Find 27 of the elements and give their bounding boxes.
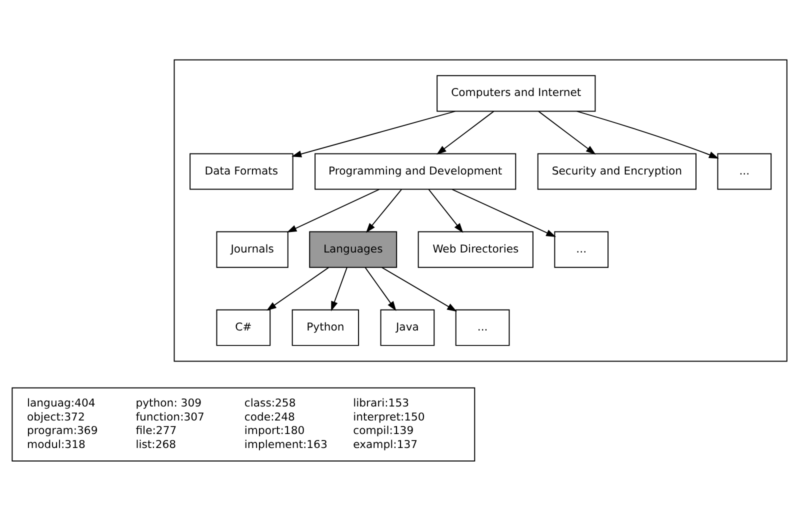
arrow (266, 266, 330, 310)
arrow (364, 266, 396, 311)
node-box: languag:404 python: 309 class:258 librari:153 object:372 function:307 code:248 interpret:150 program:369 file:277 import:180 compil:139 modul:318 list:268 implement:163 exampl:137 (12, 386, 476, 462)
node-box: Python (292, 308, 360, 346)
node-box: Security and Encryption (537, 152, 696, 190)
node-box: Languages (309, 230, 398, 268)
arrow (381, 266, 457, 312)
arrow (576, 110, 719, 158)
node-box: Programming and Development (314, 152, 516, 190)
node-box: Journals (216, 230, 288, 268)
node-box: Web Directories (418, 230, 534, 268)
node-box: Java (380, 308, 435, 346)
arrow (538, 110, 596, 154)
arrow (366, 188, 402, 232)
node-box: ... (717, 152, 772, 190)
arrow (428, 188, 464, 232)
arrow (331, 266, 348, 311)
node-box: Data Formats (190, 152, 294, 190)
arrow (452, 188, 556, 236)
arrow (292, 110, 456, 157)
node-box: Computers and Internet (436, 74, 596, 112)
arrow (436, 110, 494, 154)
node-box: C# (216, 308, 271, 346)
arrow (286, 188, 380, 232)
node-box: ... (455, 308, 510, 346)
node-box: ... (554, 230, 609, 268)
cluster (174, 58, 788, 362)
